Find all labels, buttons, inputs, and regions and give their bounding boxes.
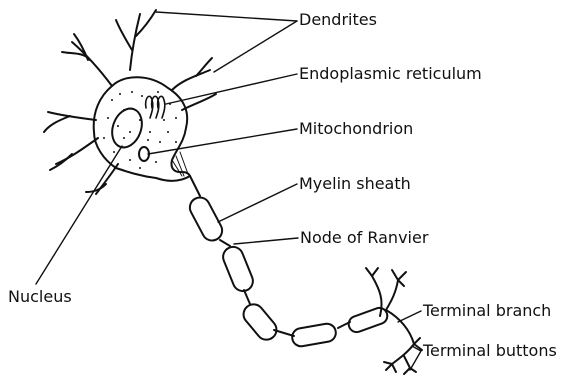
label-endoplasmic-reticulum: Endoplasmic reticulum	[299, 65, 482, 83]
leader-dendrites-2	[214, 21, 297, 72]
label-dendrites: Dendrites	[299, 11, 377, 29]
nucleus-shape	[107, 104, 147, 151]
leader-terminal-buttons-2	[410, 351, 421, 370]
leader-nucleus	[36, 146, 122, 284]
myelin-segment	[220, 244, 256, 294]
label-nucleus: Nucleus	[8, 288, 72, 306]
myelin-segment	[186, 194, 225, 244]
myelin-segment	[239, 300, 280, 343]
label-mitochondrion: Mitochondrion	[299, 120, 413, 138]
axon	[186, 176, 389, 348]
label-node-of-ranvier: Node of Ranvier	[300, 229, 428, 247]
leader-node	[234, 238, 298, 244]
label-terminal-branch: Terminal branch	[423, 302, 551, 320]
label-terminal-buttons: Terminal buttons	[423, 342, 557, 360]
leader-dendrites	[156, 12, 297, 21]
myelin-segment	[291, 322, 337, 347]
dendrite-branches	[44, 10, 216, 194]
label-myelin-sheath: Myelin sheath	[299, 175, 411, 193]
leader-mito	[148, 129, 297, 154]
leader-myelin	[218, 184, 297, 222]
leader-er	[166, 74, 297, 104]
endoplasmic-reticulum-shape	[146, 96, 165, 118]
myelin-segment	[346, 306, 389, 335]
leader-terminal-branch	[398, 311, 421, 322]
terminal-branches	[366, 268, 422, 374]
